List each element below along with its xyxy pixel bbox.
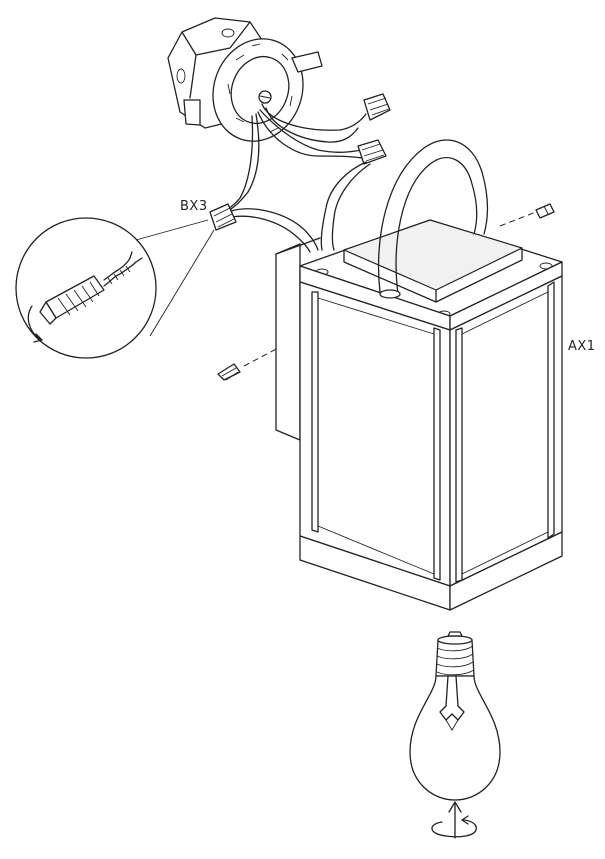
wire-nut-detail-circle: [15, 217, 157, 359]
detail-callout: [135, 219, 215, 337]
wall-fixture: [275, 139, 563, 611]
fixture-wires: [225, 161, 371, 253]
wire-nut: [363, 93, 391, 121]
ax1-label: AX1: [568, 339, 596, 354]
light-bulb: [409, 631, 501, 801]
wire-nut: [357, 139, 387, 165]
junction-box: [167, 17, 323, 142]
install-arrow: [431, 801, 477, 839]
bx3-wire-nut: [209, 203, 237, 231]
bx3-label: BX3: [180, 199, 208, 214]
top-screw: [499, 203, 555, 227]
